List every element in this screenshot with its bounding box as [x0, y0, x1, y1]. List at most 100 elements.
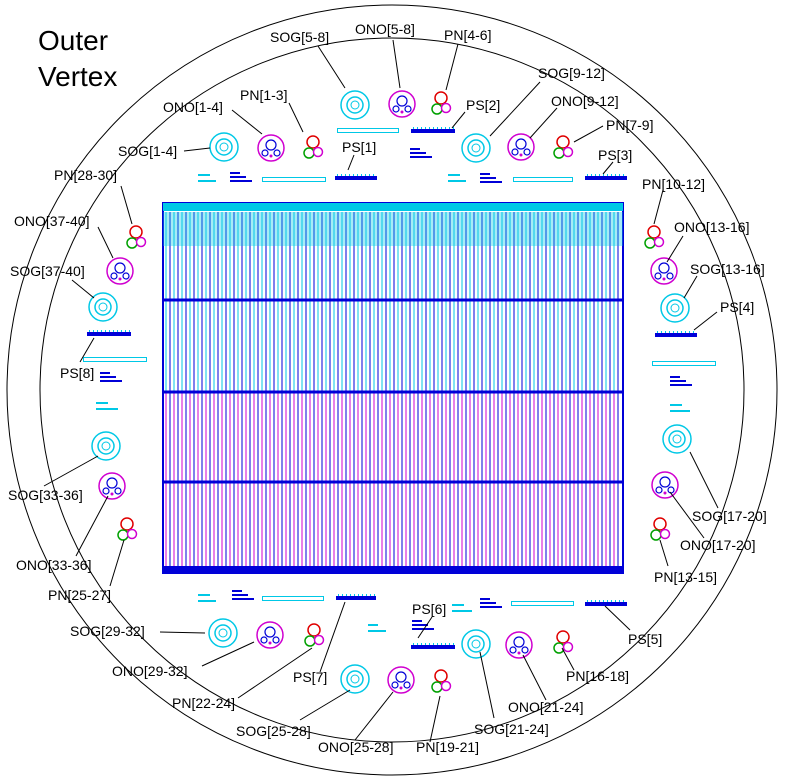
ps-tick: [121, 330, 122, 332]
outer-ring: [6, 4, 778, 776]
strip: [410, 148, 420, 150]
label-ono-1-4: ONO[1-4]: [163, 99, 223, 115]
ps-tick: [362, 594, 363, 596]
ono-dot: [662, 277, 666, 281]
strip: [670, 380, 686, 382]
ono-sub: [513, 636, 525, 648]
ps-strip: [655, 333, 697, 337]
title-line-2: Vertex: [38, 61, 117, 92]
ps-tick: [374, 594, 375, 596]
leader-ono-17-20: [669, 491, 705, 539]
ps-tick: [421, 127, 422, 129]
block-strip-lines: [163, 212, 623, 566]
ono-dot: [399, 686, 403, 690]
strip: [480, 598, 490, 600]
ps-tick: [693, 331, 694, 333]
long-strip-inner: [263, 597, 323, 600]
ps-tick: [611, 600, 612, 602]
ps-tick: [591, 174, 592, 176]
sog-core: [471, 639, 481, 649]
label-ono-17-20: ONO[17-20]: [680, 537, 755, 553]
leader-lines: [43, 39, 719, 743]
leader-ps-5: [604, 605, 631, 631]
leader-sog-37-40: [71, 279, 95, 299]
label-sog-1-4: SOG[1-4]: [118, 143, 177, 159]
pn-13-15-part: [650, 517, 671, 541]
ps-tick: [587, 600, 588, 602]
sog-5-8-part: [340, 90, 370, 120]
sog-outer: [209, 132, 239, 162]
pn-left: [431, 681, 443, 693]
leader-ps-8: [79, 337, 95, 363]
ono-sub: [114, 262, 126, 274]
leader-sog-17-20: [689, 451, 719, 509]
ps-tick: [429, 127, 430, 129]
ps-tick: [681, 331, 682, 333]
pn-top: [653, 517, 667, 531]
label-pn-25-27: PN[25-27]: [48, 587, 111, 603]
ono-sub: [106, 477, 118, 489]
leader-sog-25-28: [299, 689, 351, 721]
ps-tick: [346, 594, 347, 596]
strip: [452, 610, 472, 612]
detector-block: [162, 202, 624, 574]
strip: [412, 620, 422, 622]
sog-core: [670, 303, 680, 313]
label-ps-7: PS[7]: [293, 669, 327, 685]
strip: [410, 156, 432, 158]
ps-tick: [105, 330, 106, 332]
strip: [412, 628, 434, 630]
ps-tick: [369, 174, 370, 176]
ono-outer: [388, 90, 416, 118]
sog-core: [350, 674, 360, 684]
pn-top: [120, 517, 134, 531]
ono-dot: [110, 492, 114, 496]
leader-sog-29-32: [159, 631, 206, 634]
leader-pn-25-27: [109, 539, 125, 587]
block-bottom-band: [163, 566, 623, 573]
ono-1-4-part: [257, 134, 285, 162]
ps-tick: [665, 331, 666, 333]
leader-ono-25-28: [354, 691, 394, 741]
leader-ono-13-16: [666, 235, 684, 263]
ono-sub: [658, 262, 670, 274]
sog-core: [218, 628, 228, 638]
block-shade: [163, 212, 623, 246]
ono-33-36-part: [98, 472, 126, 500]
leader-ps-4: [693, 311, 718, 331]
connector-strips: [83, 127, 716, 649]
ps-strip: [87, 332, 131, 336]
label-ono-33-36: ONO[33-36]: [16, 557, 91, 573]
ps-tick: [421, 643, 422, 645]
ps-tick: [623, 600, 624, 602]
pn-right: [440, 102, 452, 114]
ono-outer: [98, 472, 126, 500]
ps-tick: [607, 174, 608, 176]
ps-tick: [685, 331, 686, 333]
ono-sub: [396, 95, 408, 107]
leader-pn-10-12: [653, 189, 664, 225]
ps-tick: [345, 174, 346, 176]
ps-tick: [366, 594, 367, 596]
ps-strip: [411, 645, 455, 649]
sog-core: [101, 441, 111, 451]
label-sog-37-40: SOG[37-40]: [10, 263, 85, 279]
strip: [198, 600, 216, 602]
sog-outer: [91, 431, 121, 461]
sog-25-28-part: [340, 664, 370, 694]
label-pn-1-3: PN[1-3]: [240, 87, 287, 103]
label-ono-29-32: ONO[29-32]: [112, 663, 187, 679]
sog-9-12-part: [461, 133, 491, 163]
ps-strip: [585, 602, 627, 606]
ps-strip: [411, 129, 455, 133]
leader-sog-13-16: [683, 275, 698, 299]
ono-outer: [106, 257, 134, 285]
ono-outer: [505, 631, 533, 659]
pn-28-30-part: [126, 225, 147, 249]
strip: [448, 174, 460, 176]
sog-29-32-part: [208, 618, 238, 648]
title-line-1: Outer: [38, 25, 108, 56]
ps-tick: [615, 174, 616, 176]
leader-ps-2: [451, 111, 466, 129]
